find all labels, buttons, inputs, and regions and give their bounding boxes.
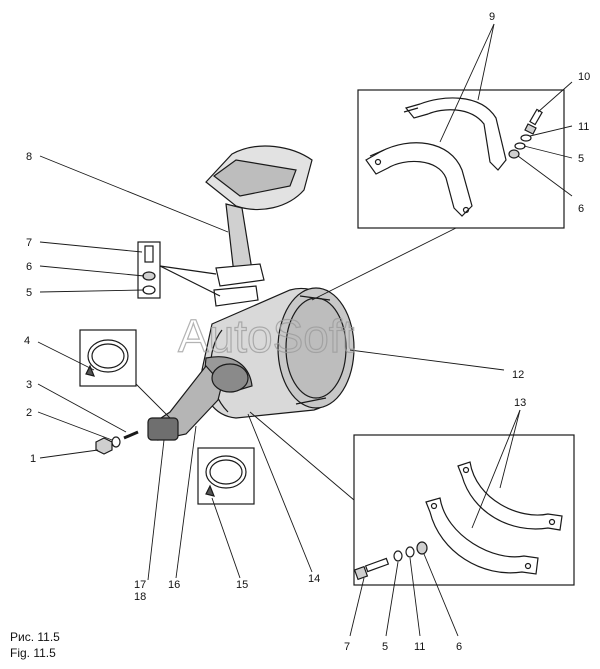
bolt-icon — [144, 245, 154, 263]
callout-11-bottom: 11 — [414, 641, 425, 653]
callout-13: 13 — [514, 397, 526, 409]
callout-2: 2 — [26, 407, 32, 419]
callout-17: 17 — [134, 579, 146, 591]
hose-clamp-icon — [205, 455, 247, 489]
callout-8: 8 — [26, 151, 32, 163]
hose-clamp-icon — [87, 339, 129, 373]
washer-icon — [111, 436, 121, 448]
leader-lines — [37, 23, 573, 637]
intake-head — [205, 145, 313, 307]
detail-box-brackets-top — [357, 89, 565, 229]
figure-caption-ru: Рис. 11.5 — [10, 630, 60, 644]
stud-icon — [123, 430, 139, 440]
callout-7-bottom: 7 — [344, 641, 350, 653]
clamp-box-15 — [197, 447, 255, 505]
clamp-box-4 — [79, 329, 137, 387]
callout-16: 16 — [168, 579, 180, 591]
nut-icon — [95, 437, 113, 455]
bolt-icon — [353, 557, 390, 581]
callout-1: 1 — [30, 453, 36, 465]
detail-box-brackets-bottom — [353, 434, 575, 586]
callout-labels: 8 7 6 5 4 3 2 1 17 18 16 15 14 12 9 10 1… — [24, 11, 590, 653]
callout-6-left: 6 — [26, 261, 32, 273]
callout-6-bottom: 6 — [456, 641, 462, 653]
washer-icon — [405, 546, 415, 558]
callout-15: 15 — [236, 579, 248, 591]
nut-icon — [508, 149, 520, 159]
callout-5-top: 5 — [578, 153, 584, 165]
figure-caption-en: Fig. 11.5 — [10, 646, 56, 660]
callout-7-left: 7 — [26, 237, 32, 249]
callout-14: 14 — [308, 573, 320, 585]
washer-icon — [514, 142, 526, 150]
callout-18: 18 — [134, 591, 146, 603]
fasteners-left — [95, 430, 139, 455]
air-cleaner-housing — [147, 287, 355, 441]
callout-5-bottom: 5 — [382, 641, 388, 653]
callout-6-top: 6 — [578, 203, 584, 215]
fastener-stack-left — [137, 241, 221, 299]
washer-icon — [520, 134, 532, 142]
callout-11-top: 11 — [578, 121, 589, 133]
callout-12: 12 — [512, 369, 524, 381]
callout-9: 9 — [489, 11, 495, 23]
callout-3: 3 — [26, 379, 32, 391]
bolt-icon — [524, 108, 543, 135]
nut-icon — [142, 271, 156, 281]
washer-icon — [393, 550, 403, 562]
washer-icon — [142, 285, 156, 295]
watermark: AutoSoft — [178, 310, 355, 362]
callout-10: 10 — [578, 71, 590, 83]
callout-4: 4 — [24, 335, 30, 347]
nut-icon — [416, 541, 428, 555]
callout-5-left: 5 — [26, 287, 32, 299]
